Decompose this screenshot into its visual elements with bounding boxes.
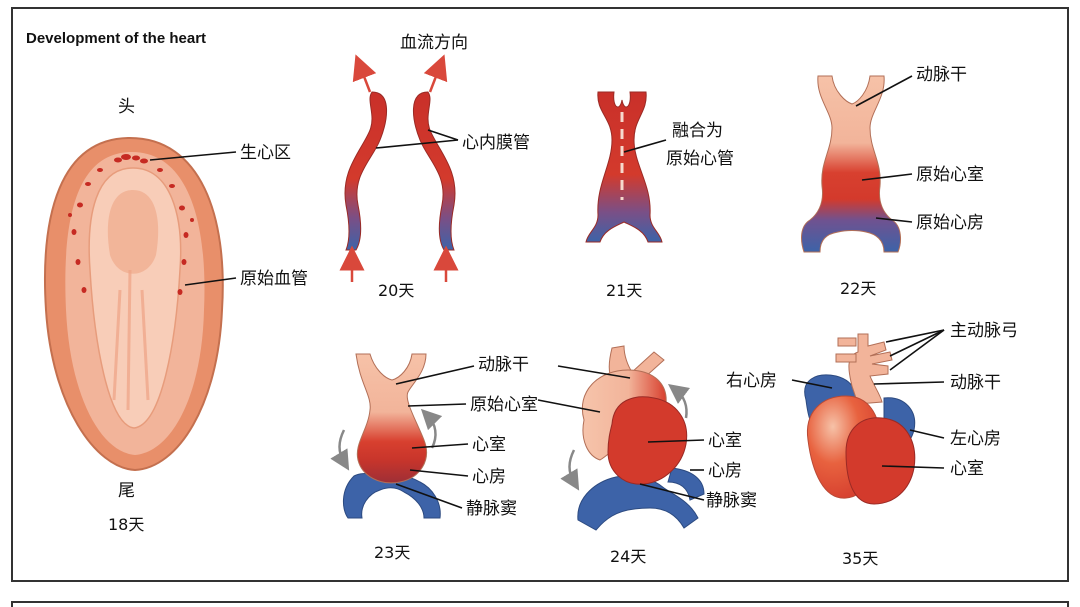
day-35: 35天 [842,549,878,568]
label-endocardial-tubes: 心内膜管 [462,133,530,153]
label-fuse-line2: 原始心管 [666,149,734,169]
stage-22-days: 动脉干 原始心室 原始心房 22天 [801,65,984,298]
label-ventricle-24: 心室 [708,431,742,451]
label-truncus-23: 动脉干 [478,355,529,375]
lower-frame [11,601,1069,607]
label-prim-ventricle-23: 原始心室 [470,395,538,415]
day-20: 20天 [378,281,414,300]
label-prim-ventricle-22: 原始心室 [916,165,984,185]
stage-18-days: 头 生心区 原始血管 尾 18天 [44,97,308,534]
stage-20-days: 血流方向 心内膜管 20天 [339,33,530,300]
stage-24-days: 心室 心房 静脉窦 24天 [537,345,757,566]
day-23: 23天 [374,543,410,562]
stage-23-days: 动脉干 原始心室 心室 心房 静脉窦 23天 [330,353,538,562]
label-atrium-23: 心房 [472,467,506,487]
label-sinus-24: 静脉窦 [706,491,757,511]
label-primitive-vessel: 原始血管 [240,269,308,289]
label-ventricle-35: 心室 [950,459,984,479]
day-24: 24天 [610,547,646,566]
label-sinus-23: 静脉窦 [466,499,517,519]
label-right-atrium: 右心房 [726,371,777,391]
label-atrium-24: 心房 [708,461,742,481]
label-tail: 尾 [118,481,135,501]
label-aortic-arch: 主动脉弓 [950,321,1018,341]
label-fuse-line1: 融合为 [672,121,723,141]
diagram-title: Development of the heart [26,30,206,47]
day-22: 22天 [840,279,876,298]
stage-21-days: 融合为 原始心管 21天 [585,91,734,300]
label-truncus-22: 动脉干 [916,65,967,85]
cardiogenic-spots [68,154,194,295]
stage-35-days: 主动脉弓 右心房 动脉干 左心房 心室 35天 [726,321,1018,568]
label-flow-direction: 血流方向 [400,33,468,53]
label-truncus-35: 动脉干 [950,373,1001,393]
label-head: 头 [118,97,135,117]
label-ventricle-23: 心室 [472,435,506,455]
day-21: 21天 [606,281,642,300]
label-cardiogenic-area: 生心区 [240,143,291,163]
label-left-atrium: 左心房 [950,429,1001,449]
label-prim-atrium-22: 原始心房 [916,213,984,233]
day-18: 18天 [108,515,144,534]
